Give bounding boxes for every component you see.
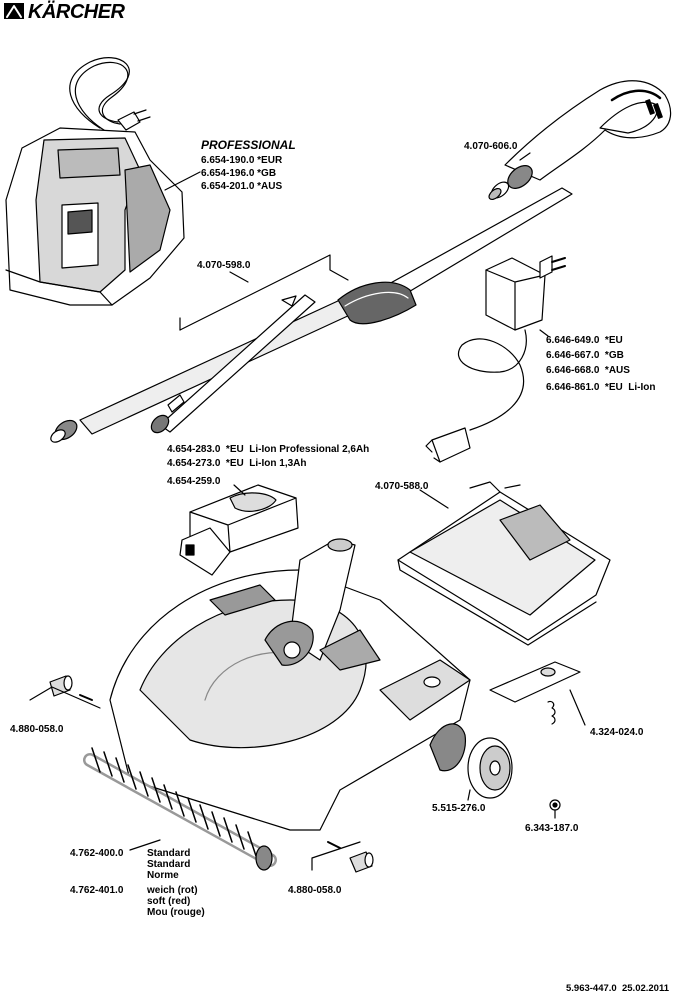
nut-part-number: 6.343-187.0 (525, 823, 579, 834)
tube-drawing (50, 187, 573, 443)
charger-title: PROFESSIONAL (201, 138, 296, 152)
brush-standard-name-de: Standard (147, 848, 191, 859)
brush-standard-name-fr: Norme (147, 870, 179, 881)
cover-part-number: 4.324-024.0 (590, 727, 644, 738)
tray-part-number: 4.070-588.0 (375, 481, 429, 492)
tube-part-number: 4.070-598.0 (197, 260, 251, 271)
vacuum-base-drawing (109, 538, 471, 831)
roller-bottom-part-number: 4.880-058.0 (288, 885, 342, 896)
brush-roller-drawing (83, 747, 277, 871)
brush-soft-name-en: soft (red) (147, 896, 191, 907)
battery-small-part-number: 4.654-259.0 (167, 476, 221, 487)
power-adapter-drawing (425, 255, 566, 463)
adapter-part-eu: 6.646-649.0 *EU (546, 335, 623, 346)
brush-soft-name-fr: Mou (rouge) (147, 907, 205, 918)
adapter-part-gb: 6.646-667.0 *GB (546, 350, 624, 361)
lower-tube-drawing (150, 294, 316, 434)
tray-drawing (397, 481, 611, 646)
brush-soft-name-de: weich (rot) (147, 885, 198, 896)
nut-drawing (549, 799, 561, 811)
handle-grip-drawing (488, 80, 672, 201)
battery-part-standard: 4.654-273.0 *EU Li-Ion 1,3Ah (167, 458, 307, 469)
charger-part-aus: 6.654-201.0 *AUS (201, 181, 283, 192)
cover-plate-drawing (489, 661, 586, 726)
adapter-part-aus: 6.646-668.0 *AUS (546, 365, 630, 376)
document-footer: 5.963-447.0 25.02.2011 (566, 983, 670, 994)
charger-drawing (5, 57, 185, 306)
roller-left-part-number: 4.880-058.0 (10, 724, 64, 735)
handle-part-number: 4.070-606.0 (464, 141, 518, 152)
battery-drawing (179, 484, 299, 576)
adapter-part-liion: 6.646-861.0 *EU Li-Ion (546, 382, 656, 393)
brush-standard-part-number: 4.762-400.0 (70, 848, 124, 859)
brush-standard-name-en: Standard (147, 859, 191, 870)
wheel-part-number: 5.515-276.0 (432, 803, 486, 814)
battery-part-professional: 4.654-283.0 *EU Li-Ion Professional 2,6A… (167, 444, 370, 455)
kaercher-logo-icon (4, 3, 24, 19)
charger-part-eur: 6.654-190.0 *EUR (201, 155, 283, 166)
wheel-drawing (467, 737, 513, 799)
roller-left-drawing (29, 675, 101, 709)
brush-soft-part-number: 4.762-401.0 (70, 885, 124, 896)
roller-bottom-drawing (311, 841, 374, 873)
charger-part-gb: 6.654-196.0 *GB (201, 168, 277, 179)
brand-logo: KÄRCHER (28, 1, 125, 23)
